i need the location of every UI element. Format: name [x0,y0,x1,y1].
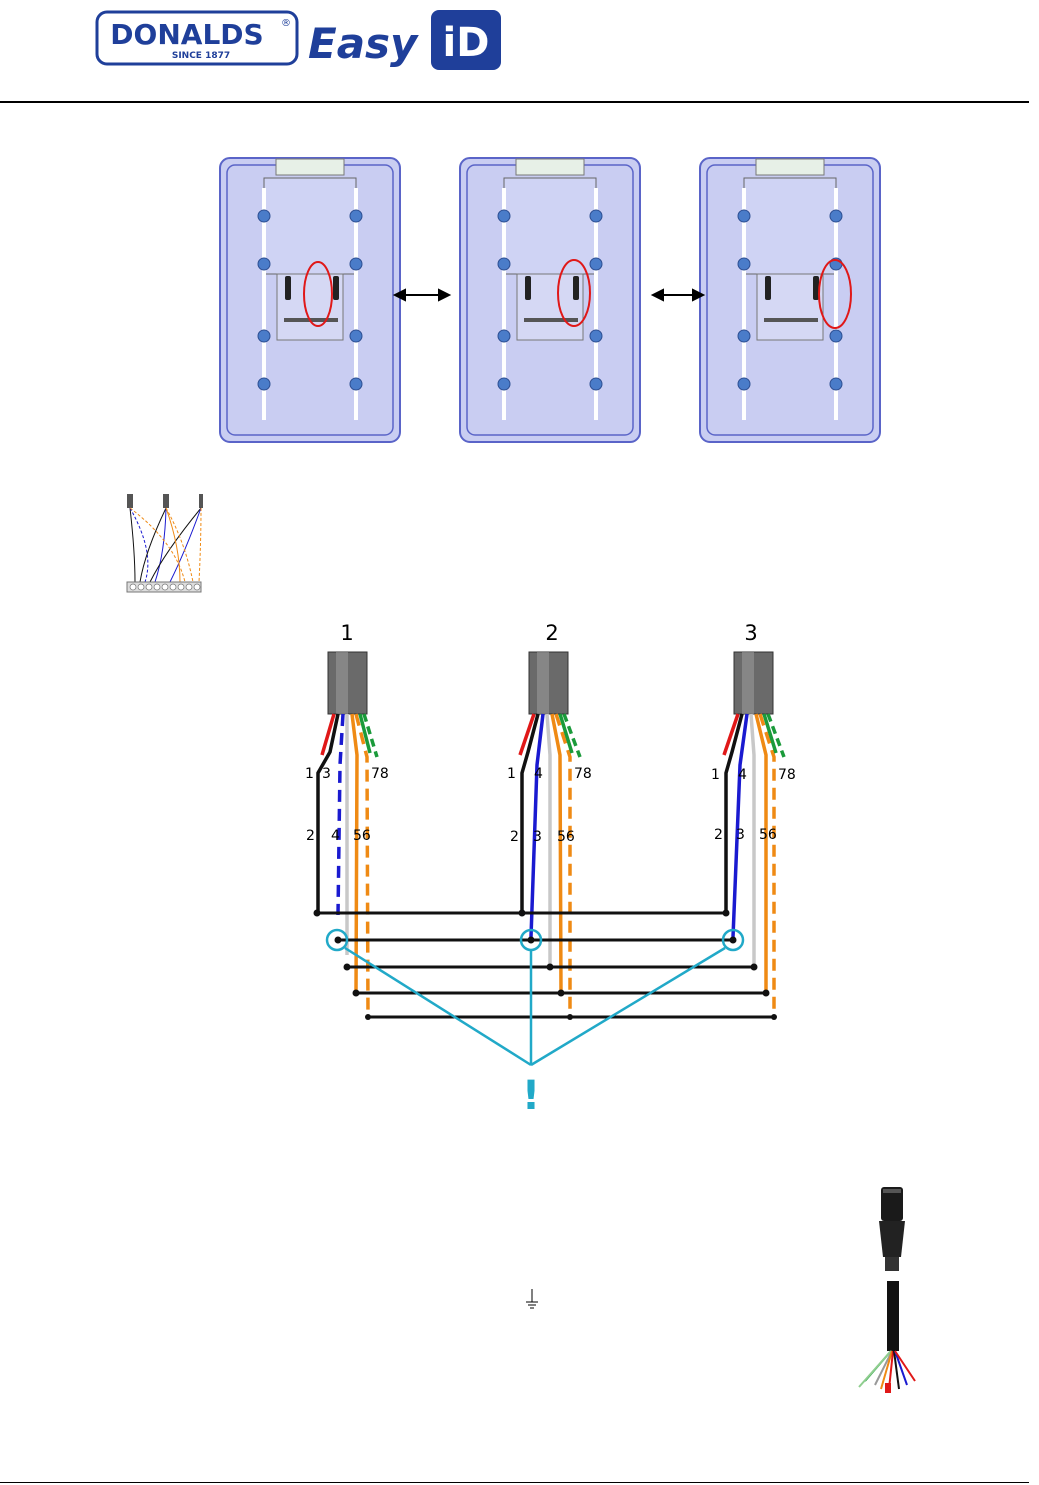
wire-label: 1 [305,766,314,782]
double-arrow-icon [395,290,449,300]
logo-since-text: SINCE 1877 [172,51,230,61]
header-divider [0,101,1029,103]
connector-label: 2 [545,621,558,645]
bus-lines [316,913,775,1017]
wire-label: 1 [711,767,720,783]
logo-product-word: Easy [308,19,419,68]
connector-3: 3 1 4 78 2 3 56 [711,621,796,1017]
wire-label: 56 [557,829,575,845]
antenna-panel-1 [220,158,400,442]
wire-label: 4 [534,766,543,782]
wire-label: 4 [331,828,340,844]
antenna-panel-3 [700,158,880,442]
wire-label: 56 [353,828,371,844]
cable-connector-photo [845,1185,925,1400]
wire-label: 3 [322,766,331,782]
wire-label: 78 [574,766,592,782]
wire-label: 2 [510,829,519,845]
footer-divider [0,1482,1029,1483]
wiring-diagram: 1 1 3 78 2 4 56 2 [300,615,820,1115]
double-arrow-icon [653,290,703,300]
logo-brand-text: DONALDS [110,18,263,51]
wiring-thumbnail [125,492,203,597]
antenna-panels-illustration [215,150,895,450]
connector-2: 2 1 4 78 2 3 56 [507,621,592,1017]
connector-label: 3 [744,621,757,645]
header-logo: DONALDS ® SINCE 1877 Easy iD [95,8,505,72]
wire-label: 78 [778,767,796,783]
wire-label: 3 [736,827,745,843]
connector-1: 1 1 3 78 2 4 56 [305,621,389,1017]
warning-mark: ! [522,1073,540,1115]
wire-label: 1 [507,766,516,782]
wire-label: 2 [714,827,723,843]
warning-callout [327,930,743,1065]
ground-icon [524,1288,540,1312]
wire-label: 56 [759,827,777,843]
connector-label: 1 [340,621,353,645]
logo-product-badge: iD [443,20,490,66]
wire-label: 3 [533,829,542,845]
wire-label: 78 [371,766,389,782]
logo-registered-mark: ® [281,18,291,29]
junction-dots [314,910,778,1021]
antenna-panel-2 [460,158,640,442]
wire-label: 4 [738,767,747,783]
wire-label: 2 [306,828,315,844]
